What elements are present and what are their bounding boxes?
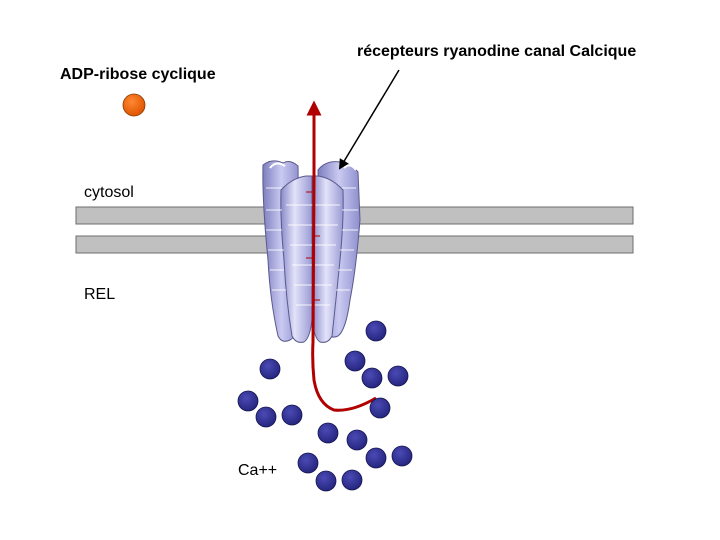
calcium-ion bbox=[369, 397, 391, 419]
calcium-ion bbox=[297, 452, 319, 474]
calcium-ion bbox=[361, 367, 383, 389]
calcium-label: Ca++ bbox=[238, 462, 278, 479]
adp-ribose-ball bbox=[122, 93, 146, 117]
calcium-flow-arrow bbox=[306, 100, 377, 412]
calcium-ion bbox=[341, 469, 363, 491]
calcium-ions bbox=[237, 320, 413, 492]
calcium-ion bbox=[317, 422, 339, 444]
calcium-ion bbox=[391, 445, 413, 467]
calcium-ion bbox=[281, 404, 303, 426]
receptor-label: récepteurs ryanodine canal Calcique bbox=[357, 43, 637, 60]
calcium-ion bbox=[315, 470, 337, 492]
calcium-ion bbox=[237, 390, 259, 412]
receptor-pointer-arrow bbox=[338, 69, 400, 170]
adp-ribose-label: ADP-ribose cyclique bbox=[60, 66, 216, 83]
cytosol-label: cytosol bbox=[84, 184, 134, 201]
calcium-ion bbox=[255, 406, 277, 428]
rel-label: REL bbox=[84, 286, 116, 303]
calcium-ion bbox=[365, 320, 387, 342]
ryanodine-receptor-channel bbox=[262, 160, 361, 343]
calcium-ion bbox=[344, 350, 366, 372]
calcium-ion bbox=[346, 429, 368, 451]
calcium-ion bbox=[387, 365, 409, 387]
calcium-ion bbox=[365, 447, 387, 469]
calcium-ion bbox=[259, 358, 281, 380]
